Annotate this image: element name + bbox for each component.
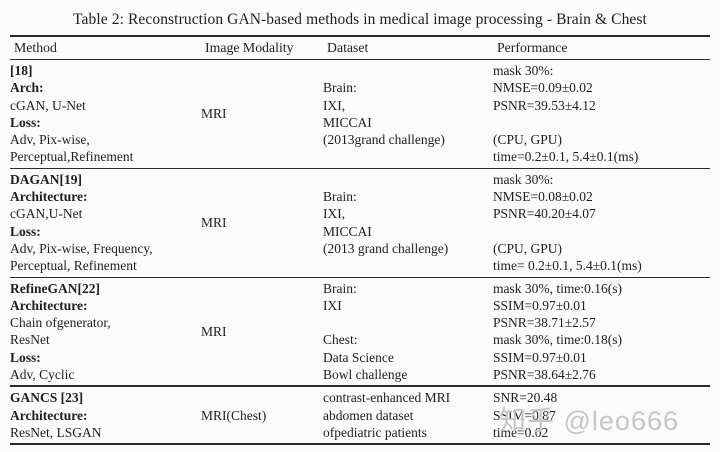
cell-line: PSNR=38.71±2.57 [493,315,596,331]
cell-line: Perceptual, Refinement [10,258,137,274]
cell-line: Adv, Pix-wise, Frequency, [10,240,153,256]
cell-line: SSIM=0.87 [493,407,556,423]
cell-line: DAGAN[19] [10,171,82,187]
top-rule [10,35,710,37]
cell-line: (2013 grand challenge) [323,240,449,256]
cell-line: Data Science [323,349,394,365]
dataset-cell: Brain:IXI,MICCAI(2013 grand challenge) [323,171,493,275]
cell-line: IXI [323,297,342,313]
cell-line: IXI, [323,206,346,222]
cell-line: Adv, Cyclic [10,367,75,383]
cell-line: Architecture: [10,297,88,313]
modality-cell: MRI [201,280,323,384]
header-rule [10,59,710,60]
cell-line: Loss: [10,114,41,130]
cell-line: Brain: [323,280,357,296]
method-cell: GANCS [23]Architecture:ResNet, LSGAN [10,389,201,441]
cell-line: SSIM=0.97±0.01 [493,349,587,365]
modality-value: MRI(Chest) [201,407,267,423]
cell-line [493,223,710,240]
cell-line: [18] [10,63,33,78]
cell-line: cGAN, U-Net [10,97,86,113]
cell-line [493,114,710,131]
cell-line: ResNet [10,332,50,348]
cell-line: ResNet, LSGAN [10,424,102,440]
cell-line: (CPU, GPU) [493,240,563,256]
cell-line: Architecture: [10,189,88,205]
cell-line: Adv, Pix-wise, [10,132,90,148]
cell-line [323,314,493,331]
cell-line: PSNR=39.53±4.12 [493,97,596,113]
cell-line: Loss: [10,349,41,365]
cell-line: cGAN,U-Net [10,206,83,222]
table-title: Table 2: Reconstruction GAN-based method… [73,11,647,28]
cell-line: Arch: [10,80,44,96]
cell-line: Bowl challenge [323,367,408,383]
cell-line: mask 30%, time:0.16(s) [493,280,622,296]
modality-value: MRI [201,106,227,122]
table-header-row: Method Image Modality Dataset Performanc… [10,37,710,59]
cell-line: abdomen dataset [323,407,414,423]
cell-line: Brain: [323,80,357,96]
cell-line: time= 0.2±0.1, 5.4±0.1(ms) [493,258,642,274]
modality-cell: MRI [201,171,323,275]
cell-line: Chain ofgenerator, [10,315,111,331]
cell-line: RefineGAN[22] [10,280,100,296]
cell-line: contrast-enhanced MRI [323,390,451,406]
modality-value: MRI [201,215,227,231]
cell-line: NMSE=0.08±0.02 [493,189,593,205]
cell-line: (2013grand challenge) [323,132,445,148]
modality-cell: MRI [201,62,323,166]
modality-value: MRI [201,323,227,339]
cell-line: mask 30%: [493,171,554,187]
table-row: RefineGAN[22]Architecture: Chain ofgenera… [10,276,710,386]
cell-line: PSNR=40.20±4.07 [493,206,596,222]
modality-cell: MRI(Chest) [201,389,323,441]
cell-line: NMSE=0.09±0.02 [493,80,593,96]
cell-line: Brain: [323,189,357,205]
column-header-dataset: Dataset [327,40,369,55]
paper-table: Table 2: Reconstruction GAN-based method… [10,0,710,446]
cell-line: Loss: [10,223,41,239]
method-cell: RefineGAN[22]Architecture: Chain ofgenera… [10,280,201,384]
column-header-method: Method [14,40,57,55]
cell-line: time=0.02 [493,424,549,440]
cell-line [323,171,493,188]
column-header-performance: Performance [497,40,568,55]
cell-line: time=0.2±0.1, 5.4±0.1(ms) [493,149,639,165]
column-header-image-modality: Image Modality [205,40,294,55]
cell-line [323,257,493,274]
cell-line: Architecture: [10,407,88,423]
dataset-cell: Brain:IXI,MICCAI (2013grand challenge) [323,62,493,166]
cell-line: Perceptual,Refinement [10,149,134,165]
cell-line: MICCAI [323,114,372,130]
cell-line [323,62,493,79]
cell-line: Chest: [323,332,358,348]
cell-line: IXI, [323,97,346,113]
cell-line [323,148,493,165]
cell-line: SSIM=0.97±0.01 [493,297,587,313]
bottom-rule [10,443,710,446]
cell-line: PSNR=38.64±2.76 [493,367,596,383]
cell-line: mask 30%: [493,63,554,78]
cell-line: SNR=20.48 [493,390,558,406]
cell-line: mask 30%, time:0.18(s) [493,332,622,348]
cell-line: MICCAI [323,223,372,239]
cell-line: GANCS [23] [10,390,84,406]
cell-line: ofpediatric patients [323,424,427,440]
cell-line: (CPU, GPU) [493,132,563,148]
